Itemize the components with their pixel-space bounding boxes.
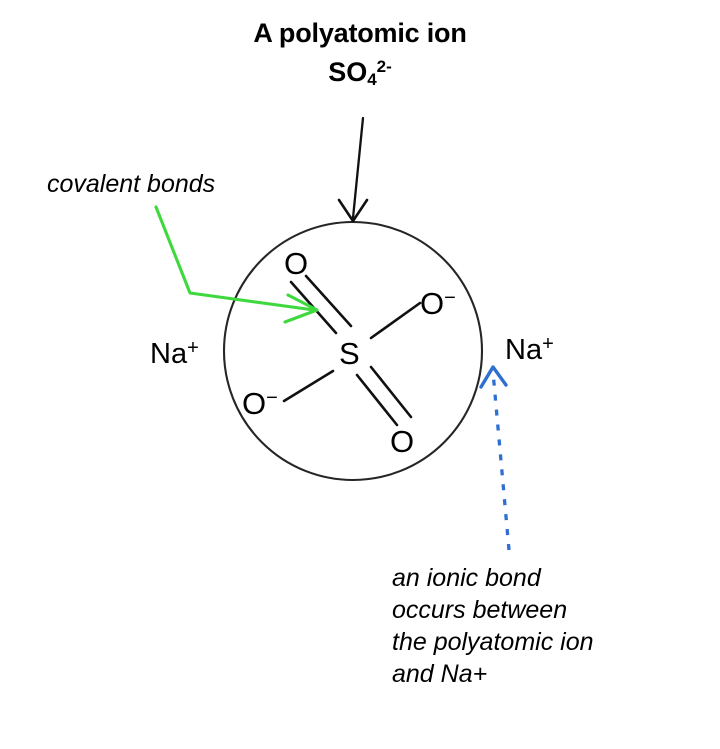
covalent-bonds-arrow	[154, 205, 319, 324]
formula-element: SO	[328, 57, 368, 87]
atom-symbol: S	[339, 336, 360, 371]
ion-charge: +	[187, 337, 199, 359]
ionic-bond-arrow	[479, 365, 511, 551]
ion-label-sodium-right: Na+	[505, 334, 554, 365]
formula-superscript: 2-	[376, 57, 392, 76]
atom-symbol: O	[420, 286, 445, 321]
page-title: A polyatomic ion	[253, 18, 467, 48]
atom-charge: −	[266, 387, 278, 409]
atom-symbol: O	[242, 386, 267, 421]
caption-line-3: the polyatomic ion	[392, 628, 594, 656]
caption-line-2: occurs between	[392, 596, 568, 624]
bond-s-o-left-single	[282, 369, 335, 403]
caption-line-1: an ionic bond	[392, 564, 541, 592]
bond-s-o-right-single	[369, 301, 422, 340]
atom-label-sulfur-center: S	[339, 338, 360, 369]
atom-label-oxygen-top: O	[284, 248, 308, 279]
chemical-formula: SO42-	[0, 58, 720, 88]
formula-subscript: 4	[367, 70, 377, 89]
atom-symbol: O	[390, 424, 415, 459]
ion-symbol: Na	[505, 334, 543, 366]
ion-charge: +	[542, 333, 554, 355]
atom-label-oxygen-right: O−	[420, 288, 456, 319]
ion-symbol: Na	[150, 338, 188, 370]
atom-symbol: O	[284, 246, 309, 281]
ionic-bond-caption: an ionic bond occurs between the polyatomi…	[392, 562, 692, 690]
atom-label-oxygen-bottom: O	[390, 426, 414, 457]
bond-s-o-bottom-double	[355, 365, 413, 427]
covalent-bonds-label: covalent bonds	[47, 170, 216, 198]
bond-s-o-top-double	[289, 274, 353, 335]
atom-charge: −	[444, 287, 456, 309]
title-pointer-arrow	[337, 116, 369, 223]
ion-label-sodium-left: Na+	[150, 338, 199, 369]
atom-label-oxygen-left: O−	[242, 388, 278, 419]
caption-line-4: and Na+	[392, 660, 488, 688]
